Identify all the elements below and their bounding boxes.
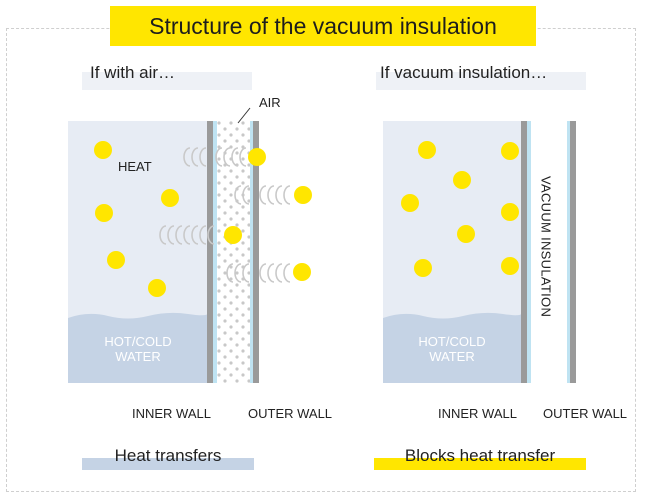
left-inner-glass: [213, 121, 217, 383]
right-vacuum-gap: [531, 121, 567, 383]
right-water-label-1: HOT/COLD: [418, 334, 486, 349]
diagram-title: Structure of the vacuum insulation: [110, 6, 536, 46]
left-panel: [68, 107, 312, 383]
left-heading: If with air…: [90, 63, 176, 82]
right-panel: [383, 121, 576, 383]
left-air-dots: [217, 121, 250, 383]
left-outer-wall: [253, 121, 259, 383]
vacuum-insulation-label: VACUUM INSULATION: [538, 176, 554, 318]
left-outer-wall-label: OUTER WALL: [248, 406, 333, 421]
right-caption-bar: Blocks heat transfer: [374, 446, 586, 470]
right-outer-wall-label: OUTER WALL: [543, 406, 628, 421]
left-water-label-1: HOT/COLD: [104, 334, 172, 349]
right-heading-bar: If vacuum insulation…: [376, 63, 586, 90]
left-inner-wall: [207, 121, 213, 383]
right-water-label-2: WATER: [429, 349, 475, 364]
heat-label: HEAT: [118, 159, 152, 174]
right-heading: If vacuum insulation…: [380, 63, 548, 82]
left-heading-bar: If with air…: [82, 63, 252, 90]
left-heat-dots: [94, 141, 312, 297]
right-inner-wall: [521, 121, 527, 383]
right-inner-glass: [527, 121, 531, 383]
right-outer-wall: [570, 121, 576, 383]
left-inner-wall-label: INNER WALL: [132, 406, 211, 421]
left-water: [68, 312, 208, 383]
right-caption: Blocks heat transfer: [404, 446, 556, 465]
heat-waves: [159, 147, 291, 283]
right-outer-glass: [567, 121, 570, 383]
left-outer-glass: [250, 121, 253, 383]
left-caption: Heat transfers: [114, 446, 222, 465]
right-water: [383, 312, 522, 383]
right-inner-wall-label: INNER WALL: [438, 406, 517, 421]
air-label-pointer: [237, 107, 251, 124]
air-label: AIR: [259, 95, 281, 110]
left-caption-bar: Heat transfers: [82, 446, 254, 470]
left-water-label-2: WATER: [115, 349, 161, 364]
right-heat-dots: [401, 141, 519, 277]
